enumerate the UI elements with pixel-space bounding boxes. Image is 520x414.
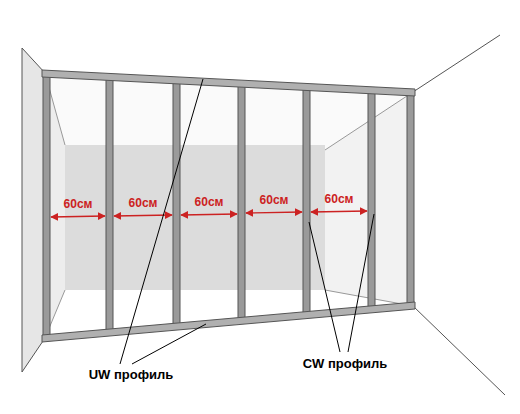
dimension-label: 60см — [64, 197, 93, 211]
cw-stud — [238, 83, 245, 321]
dimension-arrow — [51, 216, 105, 217]
cw-stud — [106, 76, 113, 333]
dimension-arrow — [246, 212, 302, 213]
cw-stud — [43, 73, 50, 338]
dimension-arrows — [51, 211, 367, 217]
cw-stud — [303, 87, 310, 316]
dimension-label: 60см — [129, 196, 158, 210]
cw-stud — [407, 92, 414, 307]
dimension-arrow — [181, 214, 237, 215]
room-edge — [413, 35, 500, 92]
leader-lines — [120, 79, 374, 364]
cw-stud — [173, 80, 180, 327]
leader-line — [309, 222, 340, 352]
left-wall — [22, 48, 45, 372]
leader-line — [348, 214, 374, 352]
cw-stud — [368, 90, 375, 310]
uw-rail — [42, 302, 415, 342]
leader-line — [120, 79, 203, 364]
dimension-label: 60см — [325, 192, 354, 206]
leader-line — [132, 324, 206, 364]
back-wall — [65, 145, 325, 290]
dimension-label: 60см — [260, 193, 289, 207]
uw-rail — [42, 70, 415, 96]
part-label: UW профиль — [89, 367, 174, 382]
dimension-arrow — [311, 211, 367, 212]
dimension-label: 60см — [195, 195, 224, 209]
room-edge — [413, 306, 505, 395]
part-label: CW профиль — [303, 356, 388, 371]
